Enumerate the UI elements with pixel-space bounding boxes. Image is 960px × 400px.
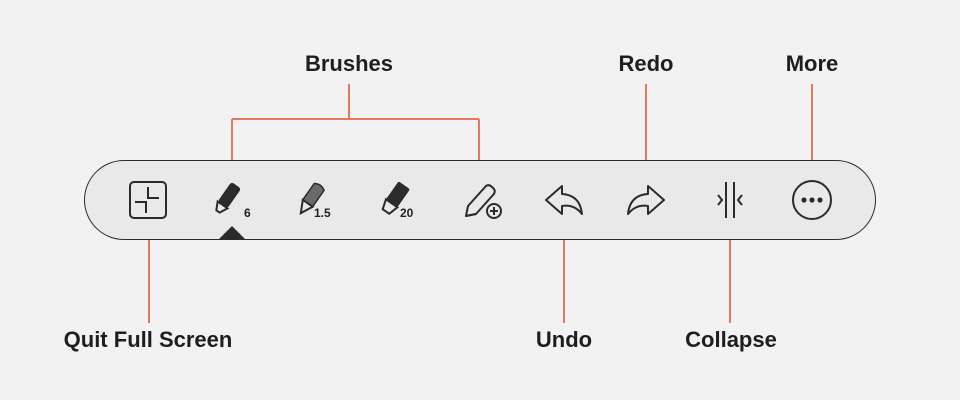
more-dots-icon [792,180,832,220]
redo-label: Redo [618,51,674,76]
collapse-button[interactable] [704,174,756,226]
highlighter-icon [381,182,410,216]
brush-fountain-size: 1.5 [314,206,331,220]
pencil-add-icon [465,184,502,219]
active-brush-indicator [218,226,246,240]
brush-highlighter-button[interactable] [374,174,426,226]
brush-pen-button[interactable] [206,174,258,226]
undo-label: Undo [535,327,593,352]
brushes-callout-line [231,84,480,170]
collapse-icon [717,182,743,218]
more-label: More [785,51,839,76]
brush-highlighter-size: 20 [400,206,414,220]
undo-button[interactable] [538,174,590,226]
redo-icon [627,185,665,215]
drawing-toolbar [84,160,876,240]
quit-full-screen-button[interactable] [122,174,174,226]
marker-pen-icon [215,182,241,214]
collapse-label: Collapse [685,327,777,352]
more-button[interactable] [786,174,838,226]
brush-pen-size: 6 [244,206,251,220]
exit-fullscreen-icon [129,181,167,219]
redo-button[interactable] [620,174,672,226]
fountain-pen-icon [299,182,325,215]
quit-full-screen-label: Quit Full Screen [63,327,233,352]
brush-fountain-button[interactable] [290,174,342,226]
undo-icon [545,185,583,215]
add-brush-button[interactable] [456,174,508,226]
brushes-label: Brushes [304,51,394,76]
